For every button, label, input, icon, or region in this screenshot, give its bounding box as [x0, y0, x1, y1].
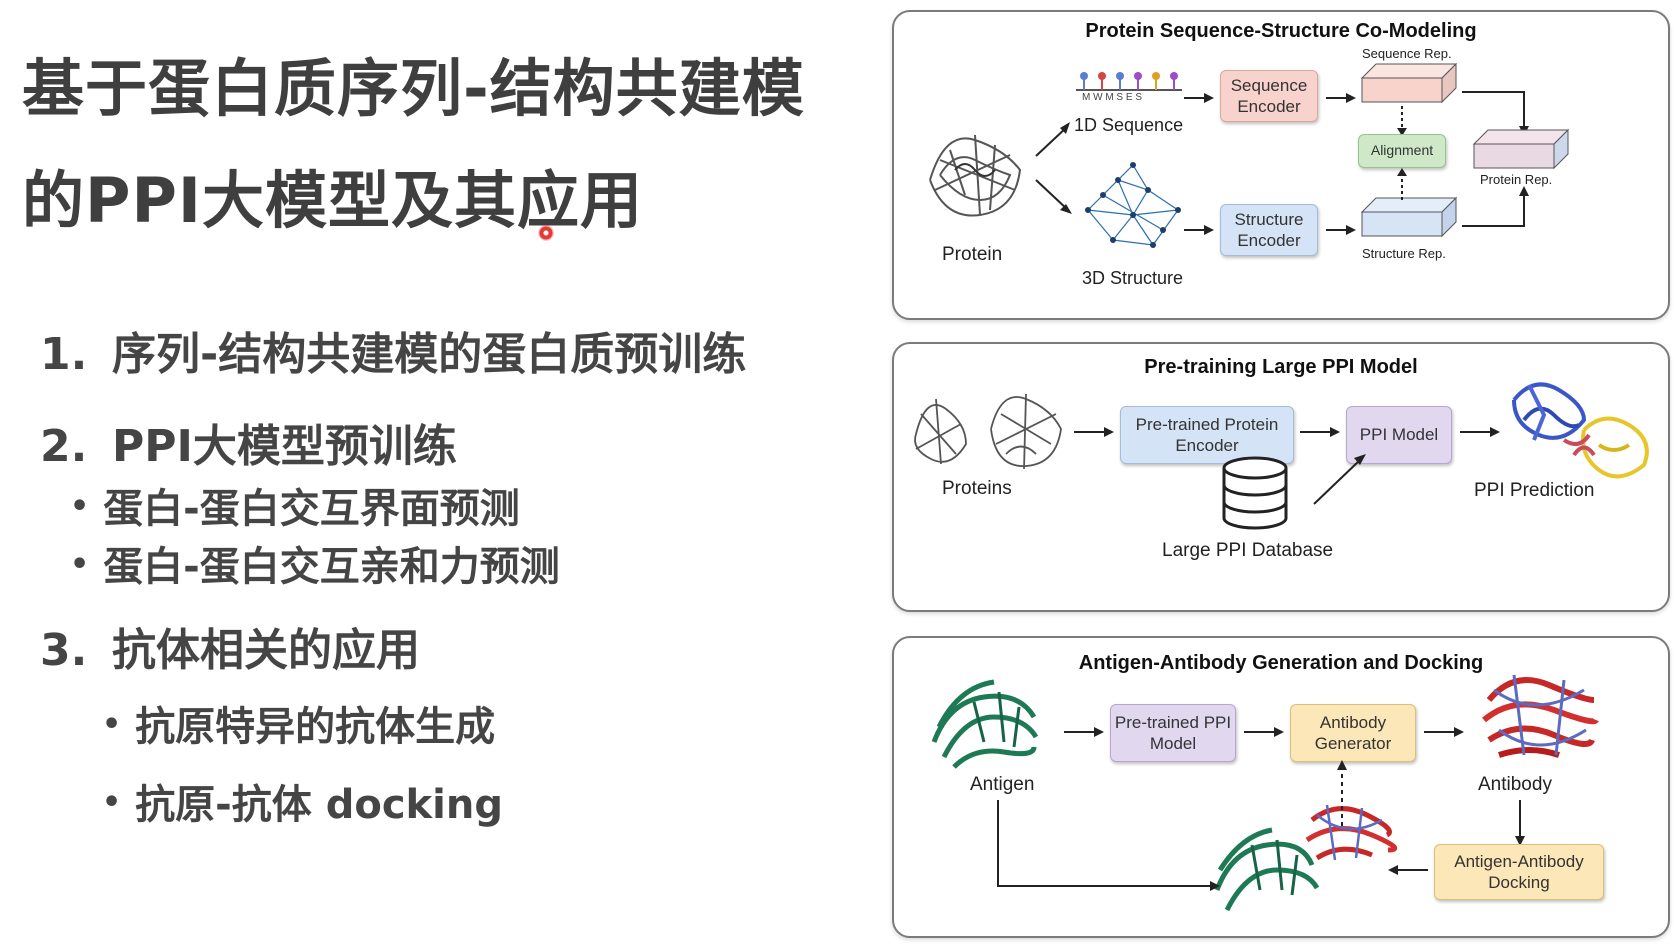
- arrow-icon: [1184, 93, 1214, 103]
- sub-item-text: 抗原-抗体 docking: [135, 782, 503, 828]
- arrow-to-sequence: [1035, 122, 1070, 157]
- antigen-antibody-docking-box: Antigen-Antibody Docking: [1434, 844, 1604, 900]
- bullet-icon: •: [102, 785, 122, 820]
- outline-text: 抗体相关的应用: [112, 625, 420, 676]
- dashed-arrow-up-icon: [1337, 760, 1347, 826]
- bullet-icon: •: [102, 707, 122, 742]
- sequence-1d-label: 1D Sequence: [1074, 115, 1184, 135]
- protein-structure-icon: [929, 134, 1022, 217]
- proteins-structure-icon: [914, 393, 1062, 470]
- arrow-icon: [1326, 225, 1356, 235]
- dashed-arrow-icon: [1397, 168, 1407, 200]
- outline-number: 1.: [40, 329, 88, 380]
- outline-item-3: 3. 抗体相关的应用: [40, 614, 420, 678]
- arrow-icon: [1074, 427, 1114, 437]
- slide-title-line-2: 的PPI大模型及其应用: [22, 164, 643, 237]
- sub-item-interface-prediction: • 蛋白-蛋白交互界面预测: [70, 476, 520, 534]
- panel-sequence-structure-comodeling: Protein Sequence-Structure Co-Modeling P…: [892, 10, 1670, 320]
- protein-label: Protein: [942, 244, 1003, 265]
- protein-rep-label: Protein Rep.: [1480, 172, 1553, 187]
- bullet-icon: •: [70, 489, 90, 524]
- panel-title: Pre-training Large PPI Model: [1144, 356, 1418, 378]
- arrow-icon: [1460, 427, 1500, 437]
- arrow-antigen-to-complex: [997, 800, 1220, 891]
- outline-text: PPI大模型预训练: [112, 421, 457, 472]
- outline-item-2: 2. PPI大模型预训练: [40, 410, 457, 474]
- panel-title: Antigen-Antibody Generation and Docking: [1078, 652, 1484, 674]
- arrow-down-icon: [1515, 800, 1525, 846]
- arrow-icon: [1326, 93, 1356, 103]
- ppi-model-box: PPI Model: [1346, 406, 1452, 464]
- outline-number: 2.: [40, 421, 88, 472]
- sequence-encoder-box: Sequence Encoder: [1220, 70, 1318, 122]
- pretrained-protein-encoder-box: Pre-trained Protein Encoder: [1120, 406, 1294, 464]
- arrow-icon: [1244, 727, 1284, 737]
- sub-item-affinity-prediction: • 蛋白-蛋白交互亲和力预测: [70, 534, 560, 592]
- structure-encoder-box: Structure Encoder: [1220, 204, 1318, 256]
- database-label: Large PPI Database: [1162, 540, 1334, 561]
- outline-item-1: 1. 序列-结构共建模的蛋白质预训练: [40, 318, 746, 382]
- sequence-rep-label: Sequence Rep.: [1362, 46, 1452, 61]
- outline-number: 3.: [40, 625, 88, 676]
- outline-text: 序列-结构共建模的蛋白质预训练: [112, 329, 747, 380]
- structure-3d-label: 3D Structure: [1082, 268, 1184, 288]
- slide-title-line-1: 基于蛋白质序列-结构共建模: [22, 52, 805, 125]
- arrow-icon: [1184, 225, 1214, 235]
- sub-item-text: 抗原特异的抗体生成: [135, 704, 496, 750]
- sub-item-text: 蛋白-蛋白交互界面预测: [103, 486, 520, 532]
- arrow-icon: [1424, 727, 1464, 737]
- ppi-prediction-complex-icon: [1512, 382, 1649, 479]
- laser-pointer-dot: [538, 225, 554, 241]
- structure-rep-label: Structure Rep.: [1362, 246, 1446, 261]
- sub-item-docking: • 抗原-抗体 docking: [102, 772, 503, 830]
- panel-antigen-antibody-generation: Antigen-Antibody Generation and Docking …: [892, 636, 1670, 938]
- arrow-database-to-ppi-model: [1313, 454, 1366, 505]
- antibody-structure-icon: [1482, 674, 1599, 758]
- docked-complex-icon: [1214, 804, 1398, 912]
- antigen-structure-icon: [931, 679, 1039, 769]
- antibody-generator-box: Antibody Generator: [1290, 704, 1416, 762]
- sub-item-text: 蛋白-蛋白交互亲和力预测: [103, 544, 560, 590]
- arrow-to-structure: [1035, 179, 1072, 214]
- arrow-left-icon: [1388, 865, 1428, 875]
- alignment-box: Alignment: [1358, 134, 1446, 168]
- structure-rep-block: [1360, 196, 1458, 238]
- panel-pretraining-ppi-model: Pre-training Large PPI Model Proteins Pr…: [892, 342, 1670, 612]
- database-icon: [1222, 456, 1288, 530]
- bullet-icon: •: [70, 547, 90, 582]
- arrow-icon: [1064, 727, 1104, 737]
- antigen-label: Antigen: [970, 774, 1035, 795]
- sub-item-antibody-generation: • 抗原特异的抗体生成: [102, 694, 495, 752]
- protein-rep-block: [1472, 128, 1570, 170]
- sequence-rep-block: [1360, 62, 1458, 104]
- arrow-icon: [1300, 427, 1340, 437]
- pretrained-ppi-model-box: Pre-trained PPI Model: [1110, 704, 1236, 762]
- arrow-to-protein-rep-bottom: [1462, 186, 1529, 227]
- ppi-prediction-label: PPI Prediction: [1474, 480, 1595, 501]
- structure-graph-icon: [1085, 162, 1181, 248]
- sequence-lollipop-icon: [1076, 72, 1182, 91]
- antibody-label: Antibody: [1478, 774, 1552, 795]
- sequence-letters: M W M S E S: [1082, 92, 1142, 103]
- panel-title: Protein Sequence-Structure Co-Modeling: [1085, 20, 1477, 42]
- dashed-arrow-icon: [1397, 106, 1407, 136]
- proteins-label: Proteins: [942, 478, 1012, 499]
